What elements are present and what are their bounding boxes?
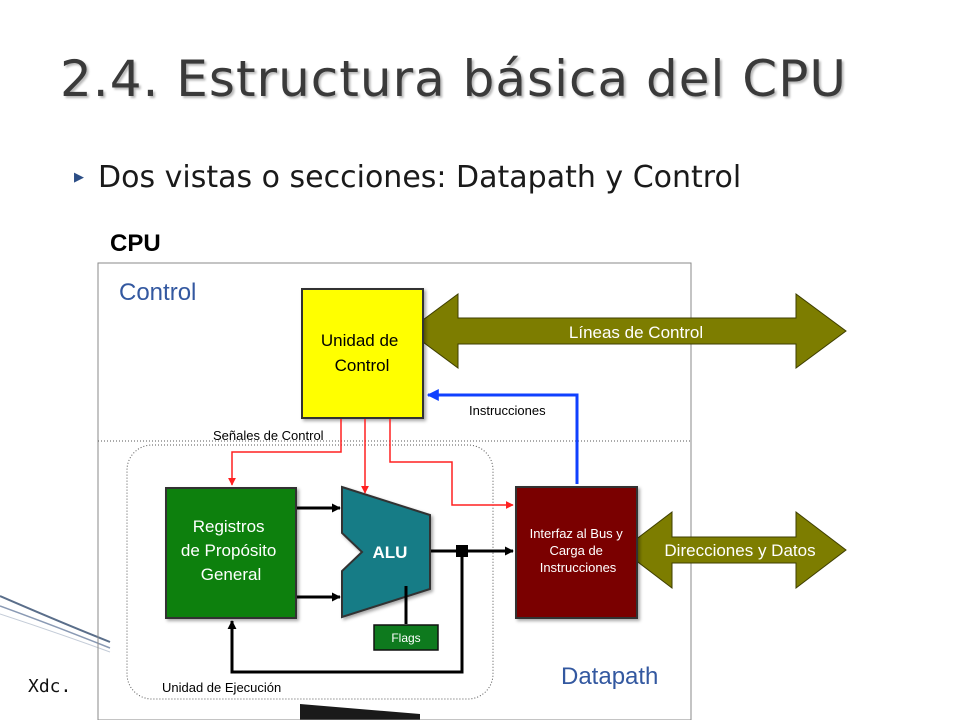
control-signals-label: Señales de Control (213, 428, 324, 443)
triangle-right-icon: ▶ (74, 170, 84, 185)
bus-interface-label-line1: Interfaz al Bus y (530, 526, 624, 541)
control-unit-label-line1: Unidad de (321, 331, 399, 350)
data-arrows (227, 503, 514, 674)
flags-block: Flags (373, 624, 439, 651)
registers-label-line2: de Propósito (181, 541, 276, 560)
bullet-item: ▶ Dos vistas o secciones: Datapath y Con… (74, 160, 741, 195)
control-unit-block: Unidad de Control (301, 288, 424, 419)
alu-label: ALU (373, 543, 408, 562)
junction-node (456, 545, 468, 557)
datapath-section-label: Datapath (561, 663, 658, 690)
control-lines-label: Líneas de Control (569, 323, 703, 342)
registers-block: Registros de Propósito General (165, 487, 297, 619)
bullet-text: Dos vistas o secciones: Datapath y Contr… (98, 160, 742, 195)
footer-text: Xdc. (28, 676, 72, 697)
address-data-label: Direcciones y Datos (664, 541, 815, 560)
registers-label-line1: Registros (193, 517, 265, 536)
bus-interface-label-line2: Carga de (549, 543, 602, 558)
svg-text:Interfaz al Bus y Carga: Interfaz al Bus y Carga de Instrucciones (530, 526, 627, 575)
bus-interface-block: Interfaz al Bus y Carga de Instrucciones (515, 486, 638, 619)
slide-title: 2.4. Estructura básica del CPU (60, 50, 847, 108)
execution-unit-region (126, 444, 494, 700)
control-signal-lines (228, 419, 514, 509)
feedback-to-registers-arrow (227, 551, 464, 674)
bus-interface-label-line3: Instrucciones (540, 560, 617, 575)
address-data-bus: Direcciones y Datos (621, 510, 847, 590)
control-section-label: Control (119, 279, 196, 306)
signal-to-interface (389, 419, 514, 509)
instructions-arrow (426, 389, 579, 484)
svg-text:Unidad de Control: Unidad de Control (321, 331, 403, 375)
flags-label: Flags (391, 631, 420, 645)
instructions-label: Instrucciones (469, 403, 546, 418)
decorative-swoosh (0, 595, 420, 720)
alu-block: ALU (341, 485, 431, 619)
control-lines-bus: Líneas de Control (407, 293, 847, 369)
signal-to-registers (228, 419, 342, 486)
svg-text:Registros de Propósito: Registros de Propósito General (181, 517, 281, 584)
registers-label-line3: General (201, 565, 261, 584)
cpu-frame (97, 262, 692, 720)
execution-unit-label: Unidad de Ejecución (162, 680, 281, 695)
cpu-heading: CPU (110, 230, 161, 257)
control-unit-label-line2: Control (335, 356, 390, 375)
